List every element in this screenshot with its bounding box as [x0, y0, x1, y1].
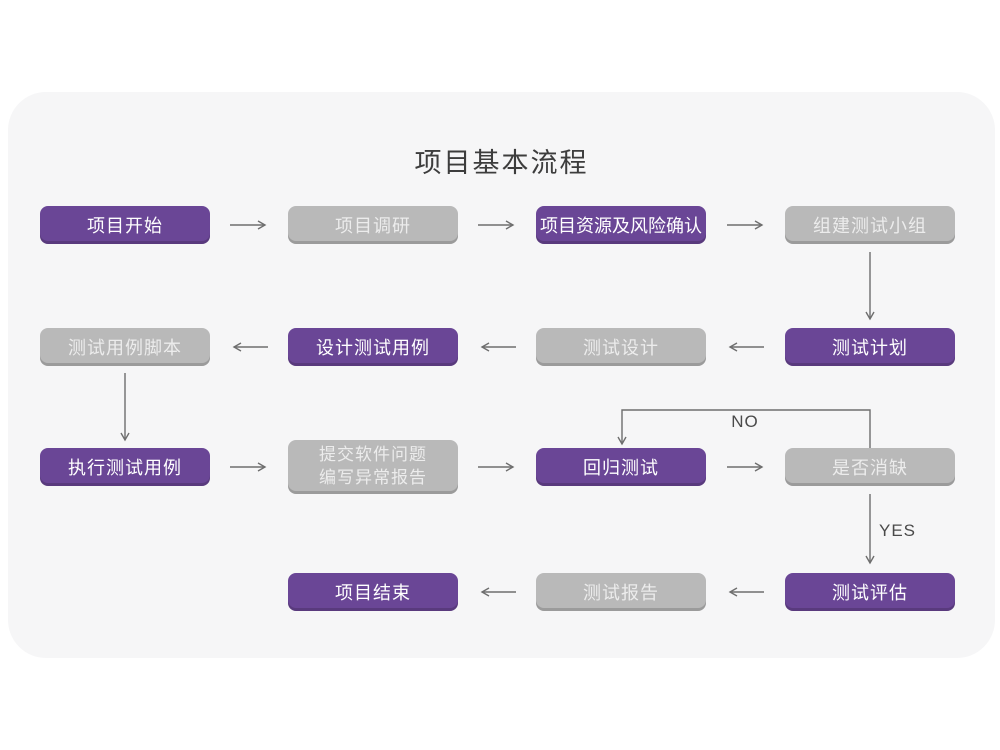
- node-project-research: 项目调研: [288, 206, 458, 244]
- node-execute-test-cases: 执行测试用例: [40, 448, 210, 486]
- node-test-plan: 测试计划: [785, 328, 955, 366]
- edge-label-yes: YES: [879, 521, 917, 540]
- diagram-title: 项目基本流程: [414, 148, 589, 178]
- node-submit-issue-report: 提交软件问题 编写异常报告: [288, 440, 458, 494]
- node-regression-test: 回归测试: [536, 448, 706, 486]
- node-project-start: 项目开始: [40, 206, 210, 244]
- edge-label-no: NO: [731, 412, 759, 431]
- node-test-report: 测试报告: [536, 573, 706, 611]
- node-defect-resolved: 是否消缺: [785, 448, 955, 486]
- node-design-test-cases: 设计测试用例: [288, 328, 458, 366]
- flowchart-card: [8, 92, 995, 658]
- node-build-test-team: 组建测试小组: [785, 206, 955, 244]
- node-test-case-script: 测试用例脚本: [40, 328, 210, 366]
- node-resource-risk-confirm: 项目资源及风险确认: [536, 206, 706, 244]
- node-project-end: 项目结束: [288, 573, 458, 611]
- node-test-design: 测试设计: [536, 328, 706, 366]
- node-test-evaluation: 测试评估: [785, 573, 955, 611]
